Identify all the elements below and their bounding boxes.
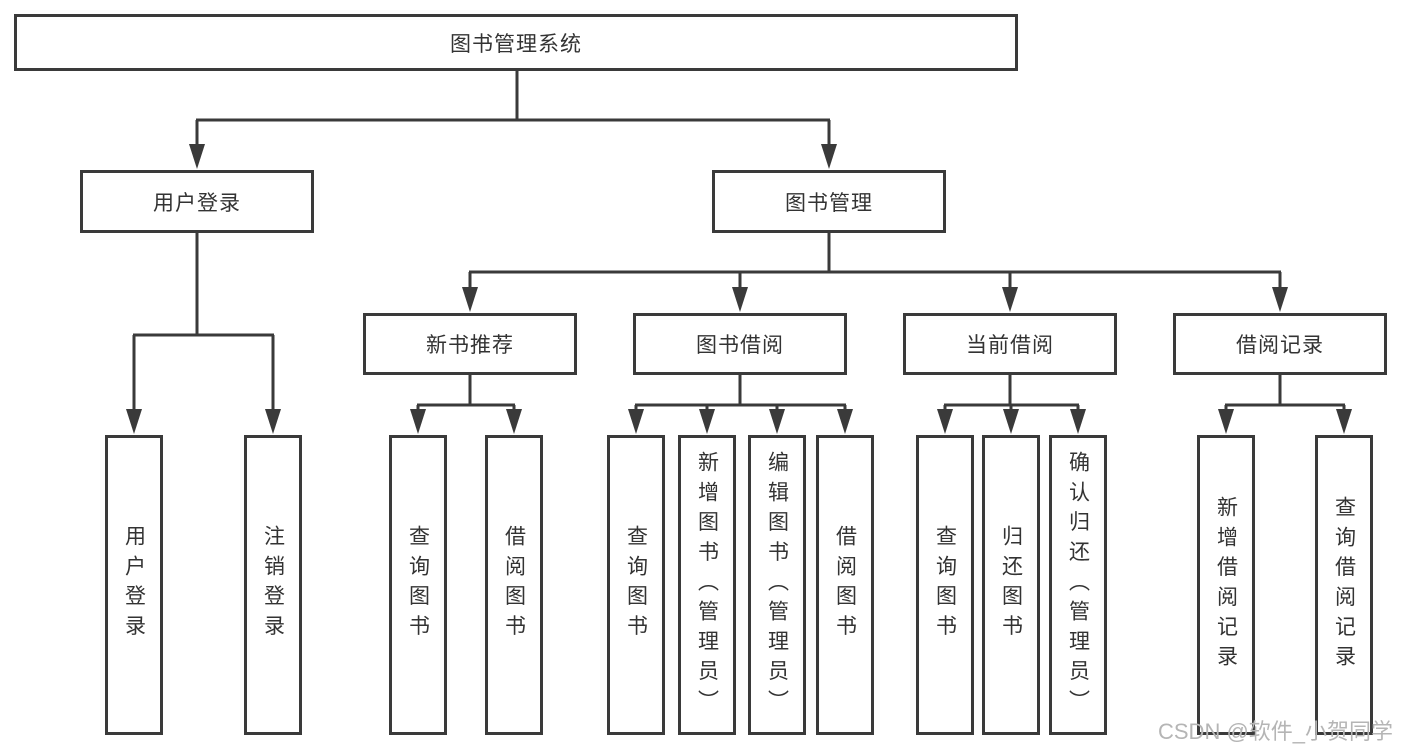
arrow-down-icon: [837, 409, 853, 434]
arrow-down-icon: [937, 409, 953, 434]
arrow-down-icon: [506, 409, 522, 434]
node-record-query-record: 查询借阅记录: [1315, 435, 1373, 735]
arrow-down-icon: [821, 144, 837, 169]
arrow-down-icon: [1218, 409, 1234, 434]
node-record-add-record: 新增借阅记录: [1197, 435, 1255, 735]
node-new-book-recommend: 新书推荐: [363, 313, 577, 375]
arrow-down-icon: [699, 409, 715, 434]
arrow-down-icon: [1002, 287, 1018, 312]
node-borrow-record: 借阅记录: [1173, 313, 1387, 375]
arrow-down-icon: [265, 409, 281, 434]
node-root: 图书管理系统: [14, 14, 1018, 71]
node-borrow-edit-book-label: 编辑图书（管理员）: [765, 450, 789, 720]
node-current-confirm-return-label: 确认归还（管理员）: [1066, 450, 1090, 720]
node-book-management: 图书管理: [712, 170, 946, 233]
node-current-borrow: 当前借阅: [903, 313, 1117, 375]
node-new-book-recommend-label: 新书推荐: [426, 334, 514, 357]
node-book-management-label: 图书管理: [785, 191, 873, 215]
node-current-return-book: 归还图书: [982, 435, 1040, 735]
node-current-return-book-label: 归还图书: [999, 525, 1023, 645]
node-current-query-book: 查询图书: [916, 435, 974, 735]
node-recommend-borrow-book-label: 借阅图书: [502, 525, 526, 645]
arrow-down-icon: [1003, 409, 1019, 434]
arrow-down-icon: [462, 287, 478, 312]
node-borrow-add-book: 新增图书（管理员）: [678, 435, 736, 735]
node-login-logout-label: 注销登录: [261, 525, 285, 645]
arrow-down-icon: [628, 409, 644, 434]
node-recommend-query-book: 查询图书: [389, 435, 447, 735]
arrow-down-icon: [410, 409, 426, 434]
node-book-borrow-label: 图书借阅: [696, 334, 784, 357]
node-borrow-edit-book: 编辑图书（管理员）: [748, 435, 806, 735]
node-root-label: 图书管理系统: [450, 32, 582, 56]
node-current-confirm-return: 确认归还（管理员）: [1049, 435, 1107, 735]
node-user-login: 用户登录: [80, 170, 314, 233]
node-login-user-login: 用户登录: [105, 435, 163, 735]
node-borrow-query-book: 查询图书: [607, 435, 665, 735]
node-recommend-query-book-label: 查询图书: [406, 525, 430, 645]
arrow-down-icon: [126, 409, 142, 434]
node-borrow-query-book-label: 查询图书: [624, 525, 648, 645]
node-current-borrow-label: 当前借阅: [966, 334, 1054, 357]
node-login-logout: 注销登录: [244, 435, 302, 735]
csdn-watermark: CSDN @软件_小贺同学: [1158, 719, 1394, 744]
node-login-user-login-label: 用户登录: [122, 525, 146, 645]
node-record-query-record-label: 查询借阅记录: [1332, 495, 1356, 675]
arrow-down-icon: [189, 144, 205, 169]
node-borrow-add-book-label: 新增图书（管理员）: [695, 450, 719, 720]
node-book-borrow: 图书借阅: [633, 313, 847, 375]
node-borrow-record-label: 借阅记录: [1236, 334, 1324, 357]
arrow-down-icon: [769, 409, 785, 434]
node-record-add-record-label: 新增借阅记录: [1214, 495, 1238, 675]
node-recommend-borrow-book: 借阅图书: [485, 435, 543, 735]
node-user-login-label: 用户登录: [153, 191, 241, 215]
arrow-down-icon: [1336, 409, 1352, 434]
node-borrow-borrow-book-label: 借阅图书: [833, 525, 857, 645]
node-borrow-borrow-book: 借阅图书: [816, 435, 874, 735]
arrow-down-icon: [732, 287, 748, 312]
node-current-query-book-label: 查询图书: [933, 525, 957, 645]
arrow-down-icon: [1272, 287, 1288, 312]
arrow-down-icon: [1070, 409, 1086, 434]
